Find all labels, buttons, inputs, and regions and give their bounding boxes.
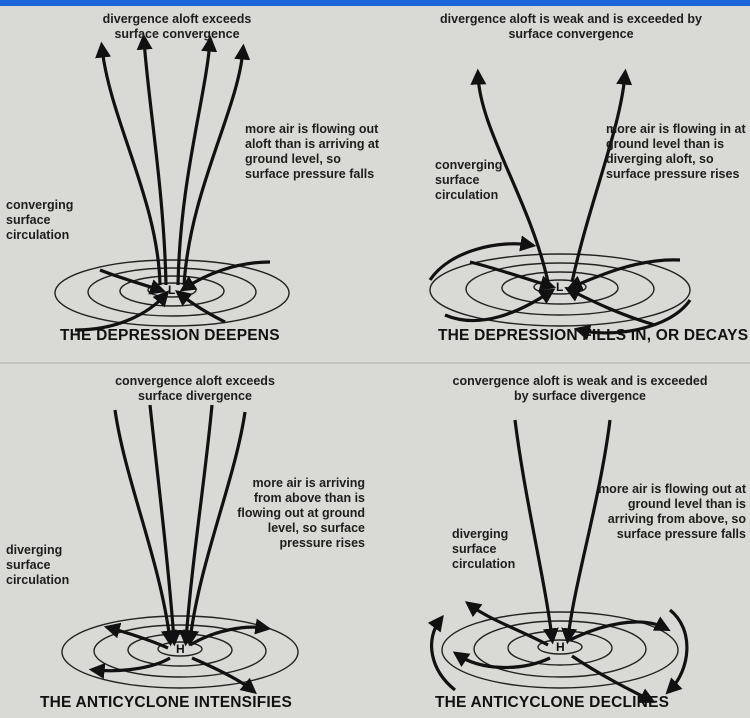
panel-3-high-center: H <box>176 642 185 656</box>
panel-4-top-label: convergence aloft is weak and is exceede… <box>445 374 715 404</box>
panel-2-circulation-label: converging surface circulation <box>435 158 520 203</box>
panel-3-title: THE ANTICYCLONE INTENSIFIES <box>40 694 292 712</box>
panel-2-diagram <box>430 75 690 333</box>
panel-4-high-center: H <box>556 640 565 654</box>
panel-3-side-label: more air is arriving from above than is … <box>225 476 365 551</box>
panel-2-side-label: more air is flowing in at ground level t… <box>606 122 746 182</box>
panel-3-top-label: convergence aloft exceeds surface diverg… <box>110 374 280 404</box>
panel-4-circulation-label: diverging surface circulation <box>452 527 532 572</box>
panel-1-circulation-label: converging surface circulation <box>6 198 86 243</box>
panel-4-title: THE ANTICYCLONE DECLINES <box>435 694 669 712</box>
panel-1-low-center: L <box>168 283 175 297</box>
panel-4-side-label: more air is flowing out at ground level … <box>598 482 746 542</box>
panel-2-low-center: L <box>556 280 563 294</box>
panel-1-title: THE DEPRESSION DEEPENS <box>60 327 280 345</box>
panel-1-side-label: more air is flowing out aloft than is ar… <box>245 122 385 182</box>
panel-1-top-label: divergence aloft exceeds surface converg… <box>92 12 262 42</box>
panel-2-top-label: divergence aloft is weak and is exceeded… <box>425 12 717 42</box>
panel-2-title: THE DEPRESSION FILLS IN, OR DECAYS <box>438 327 748 345</box>
panel-3-circulation-label: diverging surface circulation <box>6 543 86 588</box>
